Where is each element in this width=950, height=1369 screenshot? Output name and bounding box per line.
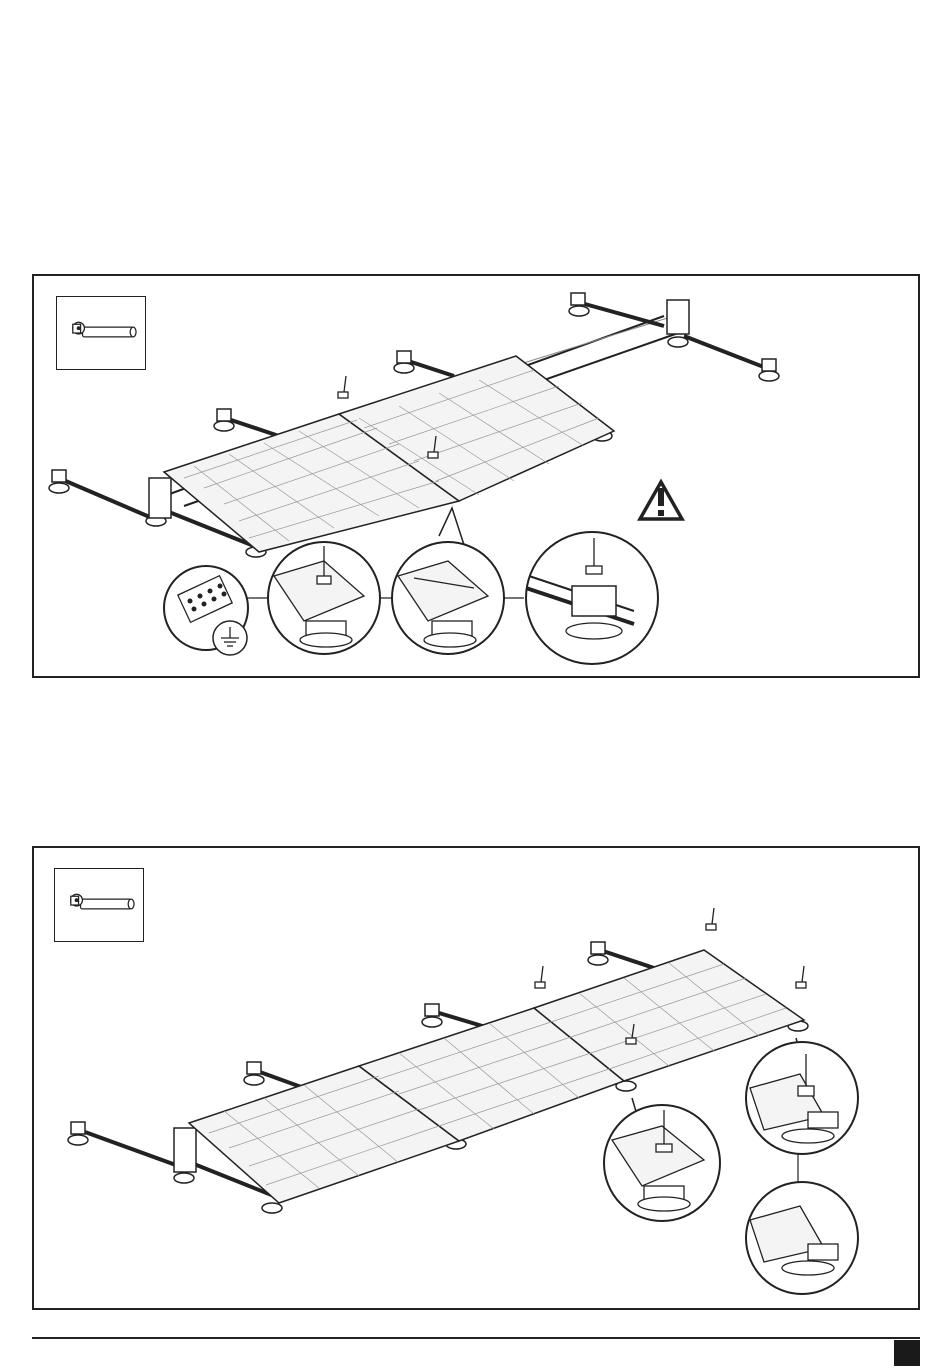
warning-triangle-icon [640,482,682,519]
detail-mid-clamp-2 [392,542,504,654]
assembly-illustration [34,848,918,1308]
detail-mid-clamp [604,1105,720,1221]
detail-end-clamp [746,1042,858,1154]
step-panel-1 [32,274,920,678]
page-marker [894,1340,920,1366]
detail-end-clamp-installed [746,1182,858,1294]
detail-ground-clip [164,566,248,655]
step-panel-2 [32,846,920,1310]
detail-rail-connector [526,532,658,664]
assembly-illustration [34,276,918,676]
detail-mid-clamp-1 [268,542,380,654]
footer-rule [32,1337,920,1339]
